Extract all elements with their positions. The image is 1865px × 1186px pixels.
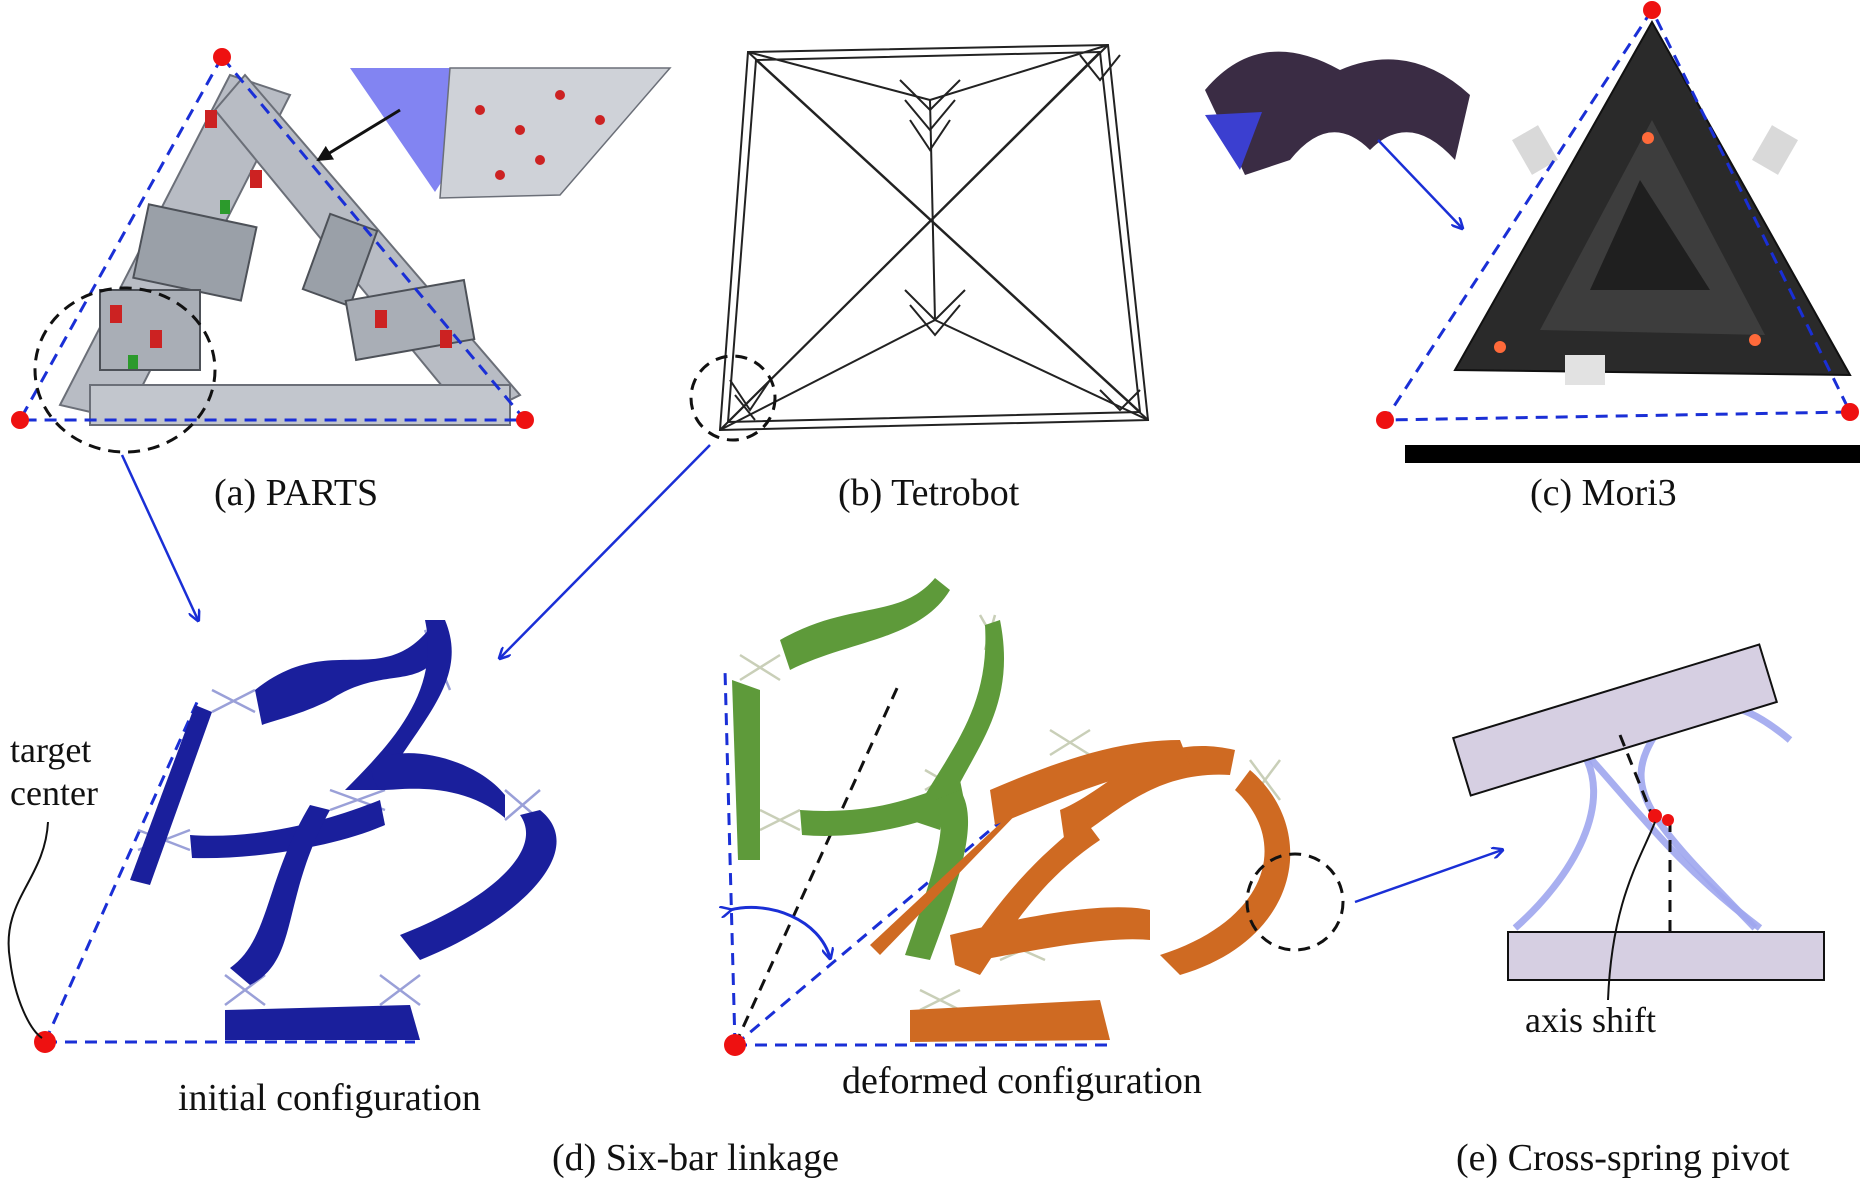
mori3-vertex-left	[1376, 411, 1394, 429]
arrow-linkage-to-pivot	[1355, 850, 1502, 902]
parts-vertex-left	[11, 411, 29, 429]
panel-b-tetrobot: (b) Tetrobot	[691, 45, 1148, 514]
rotation-angle-arc	[730, 907, 830, 958]
caption-tetrobot: (b) Tetrobot	[838, 472, 1020, 514]
mori3-scale-bar	[1405, 445, 1860, 463]
parts-vertex-top	[213, 48, 231, 66]
deformed-vertical-edge	[725, 670, 735, 1045]
mori3-inset-image	[1205, 52, 1470, 175]
panel-c-mori3: (c) Mori3	[1205, 1, 1860, 514]
mori3-vertex-top	[1643, 1, 1661, 19]
caption-six-bar-linkage: (d) Six-bar linkage	[552, 1137, 839, 1179]
mori3-robot-photo	[1455, 22, 1850, 385]
panel-e-cross-spring-pivot: axis shift (e) Cross-spring pivot	[1453, 645, 1824, 1179]
target-label-line1: target	[10, 730, 91, 770]
pivot-center-dot-a	[1648, 809, 1662, 823]
pivot-bottom-bar	[1508, 932, 1824, 980]
initial-configuration-label: initial configuration	[178, 1077, 481, 1119]
panel-d-deformed: deformed configuration	[724, 578, 1343, 1102]
target-center-leader	[9, 822, 48, 1038]
pivot-top-bar	[1453, 645, 1777, 796]
caption-cross-spring-pivot: (e) Cross-spring pivot	[1456, 1137, 1790, 1179]
axis-shift-label: axis shift	[1525, 1000, 1656, 1040]
parts-inset-arrow	[318, 110, 400, 160]
deformed-target-center-dot	[724, 1034, 746, 1056]
arrow-parts-to-linkage	[122, 455, 198, 620]
panel-d-initial: target center initial configuration	[9, 620, 557, 1119]
initial-linkage	[130, 620, 557, 1040]
mori3-vertex-right	[1841, 403, 1859, 421]
panel-a-parts: (a) PARTS	[11, 48, 670, 514]
deformed-configuration-label: deformed configuration	[842, 1060, 1202, 1102]
deformed-linkage-green	[732, 578, 1004, 960]
parts-vertex-right	[516, 411, 534, 429]
parts-inset-image	[350, 68, 670, 198]
arrow-tetrobot-to-linkage	[500, 445, 710, 658]
caption-mori3: (c) Mori3	[1530, 472, 1677, 514]
caption-parts: (a) PARTS	[214, 472, 378, 514]
pivot-center-dot-b	[1662, 814, 1674, 826]
tetrobot-drawing	[720, 45, 1148, 430]
target-label-line2: center	[10, 773, 98, 813]
